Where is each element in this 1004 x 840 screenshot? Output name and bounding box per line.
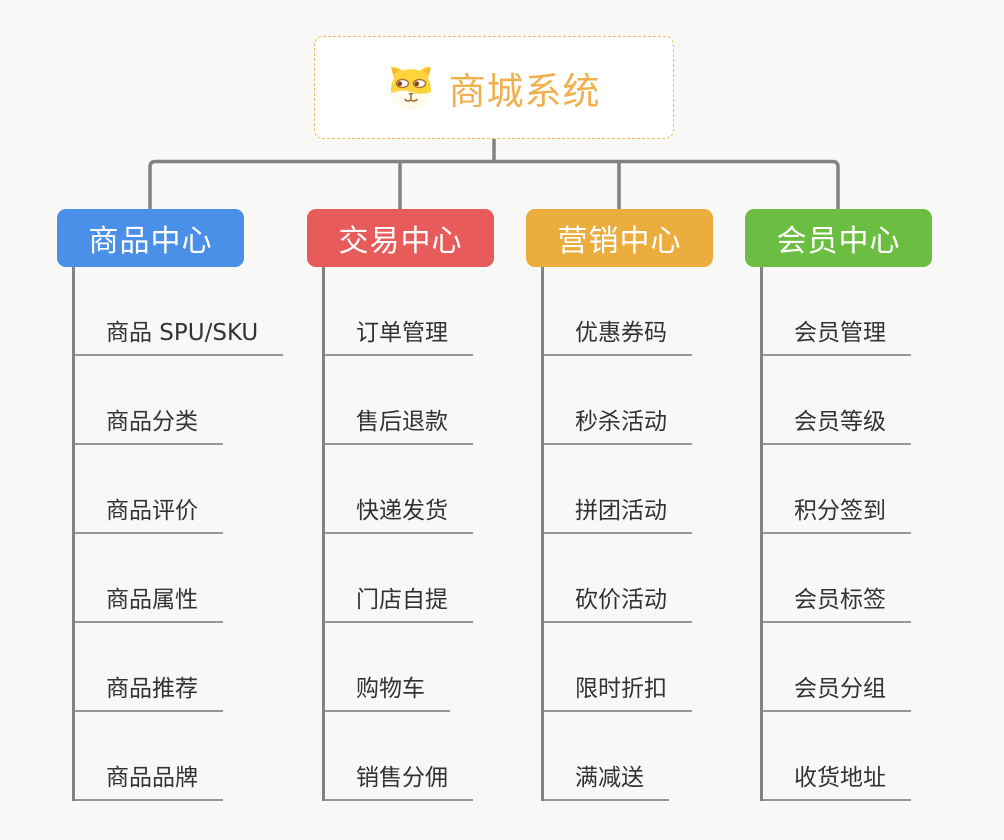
leaf-node: 拼团活动 [542, 445, 713, 534]
leaf-label[interactable]: 购物车 [323, 669, 450, 712]
leaf-label[interactable]: 订单管理 [323, 313, 473, 356]
branch-leaves: 会员管理 会员等级 积分签到 会员标签 会员分组 收货地址 [759, 267, 932, 801]
leaf-label[interactable]: 商品推荐 [73, 669, 223, 712]
leaf-label[interactable]: 商品品牌 [73, 758, 223, 801]
branch-marketing-center: 营销中心 优惠券码 秒杀活动 拼团活动 砍价活动 限时折扣 满减送 [526, 209, 713, 801]
leaf-label[interactable]: 会员管理 [761, 313, 911, 356]
branch-member-center: 会员中心 会员管理 会员等级 积分签到 会员标签 会员分组 收货地址 [745, 209, 932, 801]
leaf-label[interactable]: 优惠券码 [542, 313, 692, 356]
leaf-node: 门店自提 [323, 534, 494, 623]
leaf-node: 满减送 [542, 712, 713, 801]
leaf-node: 收货地址 [761, 712, 932, 801]
leaf-label[interactable]: 秒杀活动 [542, 402, 692, 445]
leaf-label[interactable]: 会员标签 [761, 580, 911, 623]
leaf-node: 会员管理 [761, 267, 932, 356]
branch-node-marketing-center[interactable]: 营销中心 [526, 209, 713, 267]
leaf-node: 商品品牌 [73, 712, 244, 801]
leaf-node: 售后退款 [323, 356, 494, 445]
leaf-label[interactable]: 限时折扣 [542, 669, 692, 712]
branch-leaves: 商品 SPU/SKU 商品分类 商品评价 商品属性 商品推荐 商品品牌 [71, 267, 284, 801]
branch-node-member-center[interactable]: 会员中心 [745, 209, 932, 267]
leaf-label[interactable]: 积分签到 [761, 491, 911, 534]
dog-face-icon [390, 66, 431, 109]
leaf-label[interactable]: 门店自提 [323, 580, 473, 623]
leaf-node: 购物车 [323, 623, 494, 712]
leaf-node: 会员分组 [761, 623, 932, 712]
branch-rail-line [148, 159, 840, 210]
leaf-node: 限时折扣 [542, 623, 713, 712]
leaf-node: 商品属性 [73, 534, 244, 623]
leaf-node: 商品 SPU/SKU [73, 267, 284, 356]
branch-trade-center: 交易中心 订单管理 售后退款 快递发货 门店自提 购物车 销售分佣 [307, 209, 494, 801]
leaf-label[interactable]: 会员等级 [761, 402, 911, 445]
leaf-node: 商品推荐 [73, 623, 244, 712]
branch-leaves: 优惠券码 秒杀活动 拼团活动 砍价活动 限时折扣 满减送 [540, 267, 713, 801]
leaf-label[interactable]: 商品 SPU/SKU [73, 313, 284, 356]
branch-product-center: 商品中心 商品 SPU/SKU 商品分类 商品评价 商品属性 商品推荐 商品品牌 [57, 209, 284, 801]
leaf-label[interactable]: 商品分类 [73, 402, 223, 445]
leaf-label[interactable]: 收货地址 [761, 758, 911, 801]
leaf-node: 商品评价 [73, 445, 244, 534]
leaf-label[interactable]: 砍价活动 [542, 580, 692, 623]
leaf-label[interactable]: 快递发货 [323, 491, 473, 534]
leaf-label[interactable]: 商品评价 [73, 491, 223, 534]
branch-node-product-center[interactable]: 商品中心 [57, 209, 244, 267]
leaf-node: 秒杀活动 [542, 356, 713, 445]
leaf-node: 优惠券码 [542, 267, 713, 356]
leaf-node: 商品分类 [73, 356, 244, 445]
root-title: 商城系统 [448, 69, 601, 113]
leaf-label[interactable]: 销售分佣 [323, 758, 473, 801]
leaf-node: 快递发货 [323, 445, 494, 534]
root-node[interactable]: 商城系统 [314, 36, 674, 139]
leaf-label[interactable]: 售后退款 [323, 402, 473, 445]
leaf-node: 会员标签 [761, 534, 932, 623]
leaf-label[interactable]: 会员分组 [761, 669, 911, 712]
leaf-label[interactable]: 商品属性 [73, 580, 223, 623]
leaf-label[interactable]: 满减送 [542, 758, 669, 801]
leaf-node: 销售分佣 [323, 712, 494, 801]
leaf-node: 会员等级 [761, 356, 932, 445]
leaf-node: 订单管理 [323, 267, 494, 356]
branch-node-trade-center[interactable]: 交易中心 [307, 209, 494, 267]
leaf-node: 积分签到 [761, 445, 932, 534]
leaf-label[interactable]: 拼团活动 [542, 491, 692, 534]
branch-leaves: 订单管理 售后退款 快递发货 门店自提 购物车 销售分佣 [321, 267, 494, 801]
leaf-node: 砍价活动 [542, 534, 713, 623]
